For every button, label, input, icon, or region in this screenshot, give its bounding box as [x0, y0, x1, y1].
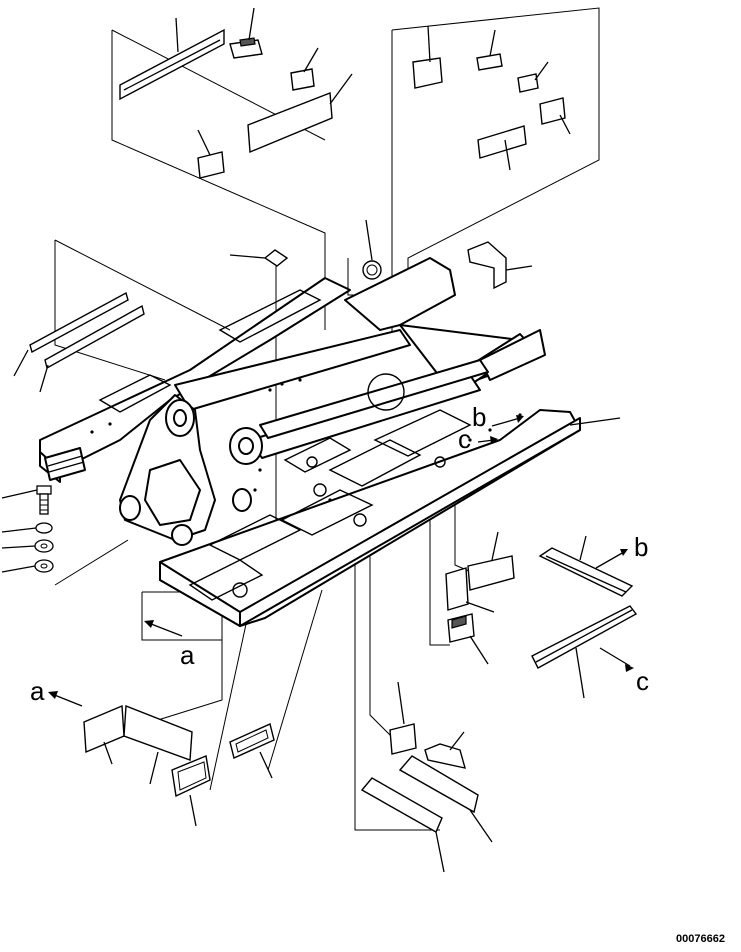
arrow-c — [599, 647, 631, 667]
small-pad-2 — [197, 151, 225, 179]
frame-upper-right — [344, 257, 456, 331]
leader — [489, 29, 496, 57]
plate-a2 — [123, 704, 193, 761]
leader — [189, 794, 197, 827]
wedge-plate — [247, 92, 333, 154]
boundary-lower-left3 — [267, 589, 323, 771]
leader — [13, 349, 29, 377]
frame-markers: b c — [458, 402, 524, 454]
plate-square — [412, 57, 443, 89]
rail-c — [531, 605, 638, 669]
leader — [259, 751, 273, 779]
lower-center-parts — [360, 681, 493, 873]
leader — [559, 114, 571, 135]
leader — [579, 535, 587, 561]
leader — [534, 61, 549, 81]
bar-c3 — [398, 755, 479, 814]
boundary-lower-mid — [354, 520, 440, 831]
top-left-parts — [119, 7, 353, 179]
leader — [1, 545, 36, 549]
leader — [197, 129, 211, 156]
plate-r1 — [445, 567, 469, 611]
leader — [504, 139, 511, 171]
boundary-lower-mid2 — [369, 530, 396, 741]
leader — [248, 7, 255, 41]
boundary-bolt-set — [54, 539, 129, 586]
plate-c1 — [389, 723, 417, 755]
leader — [449, 731, 465, 751]
lower-left-parts: a — [30, 676, 275, 827]
lock-washer — [35, 522, 53, 534]
boundary-left-rails-top — [54, 239, 231, 331]
leader — [329, 73, 353, 105]
marker-a-lower: a — [30, 676, 45, 706]
leader — [1, 527, 37, 533]
leader — [149, 751, 159, 785]
plate-a1 — [83, 704, 125, 754]
plate-a3 — [171, 755, 211, 798]
leader — [465, 601, 495, 613]
leader — [39, 364, 49, 393]
leader — [505, 265, 533, 271]
plate-a4 — [229, 723, 275, 759]
boundary-lower-right — [429, 500, 450, 646]
marker-c-part: c — [636, 666, 649, 696]
washer-2 — [34, 559, 54, 573]
marker-b-part: b — [634, 532, 648, 562]
small-pad-4 — [517, 73, 539, 93]
arrow-b — [595, 551, 625, 569]
leader — [303, 47, 319, 73]
leader — [575, 647, 585, 699]
rail-2 — [44, 304, 145, 370]
bracket — [467, 241, 507, 290]
wedge-plate-2 — [477, 125, 527, 159]
bolt-shank — [39, 493, 49, 515]
plate-r2 — [467, 555, 515, 591]
plate-c2 — [424, 743, 466, 769]
marker-c-frame: c — [458, 424, 471, 454]
label-plate — [263, 249, 289, 267]
left-rail-parts — [13, 291, 145, 393]
marker-b-frame: b — [472, 402, 486, 432]
bolt-set — [1, 485, 54, 573]
leader — [397, 681, 405, 725]
boundary-lower-left2 — [209, 614, 249, 791]
boundary-left-rails — [54, 240, 166, 381]
arrow-b-frame — [491, 417, 521, 427]
bolt-head — [36, 485, 52, 495]
leader — [435, 831, 445, 873]
small-block-2 — [539, 97, 566, 125]
leader — [365, 219, 373, 261]
rail-1 — [29, 291, 129, 354]
top-right-parts — [412, 25, 571, 171]
leader — [229, 254, 266, 259]
revolving-frame — [39, 257, 621, 627]
leader — [427, 25, 431, 63]
leader — [469, 635, 489, 665]
washer — [34, 539, 54, 553]
document-number: 00076662 — [676, 933, 725, 945]
swing-circle-opening — [367, 373, 405, 411]
marker-a-upper: a — [180, 640, 195, 670]
leader — [1, 489, 38, 499]
leader — [569, 417, 621, 426]
bar-c4 — [360, 777, 443, 833]
small-block — [290, 68, 315, 91]
a-detail: a — [144, 620, 195, 670]
arrow-a-lower — [51, 693, 83, 707]
group-boundaries — [54, 7, 600, 831]
center-top-parts — [229, 219, 533, 520]
lower-right-parts: b c — [445, 531, 649, 699]
leader — [175, 17, 179, 53]
leader — [103, 741, 113, 765]
leader — [469, 809, 493, 843]
leader — [491, 531, 499, 561]
seal-ring — [362, 260, 382, 280]
leader — [1, 565, 36, 573]
boom-arm-lower — [249, 374, 481, 459]
small-pad-3 — [476, 53, 503, 71]
